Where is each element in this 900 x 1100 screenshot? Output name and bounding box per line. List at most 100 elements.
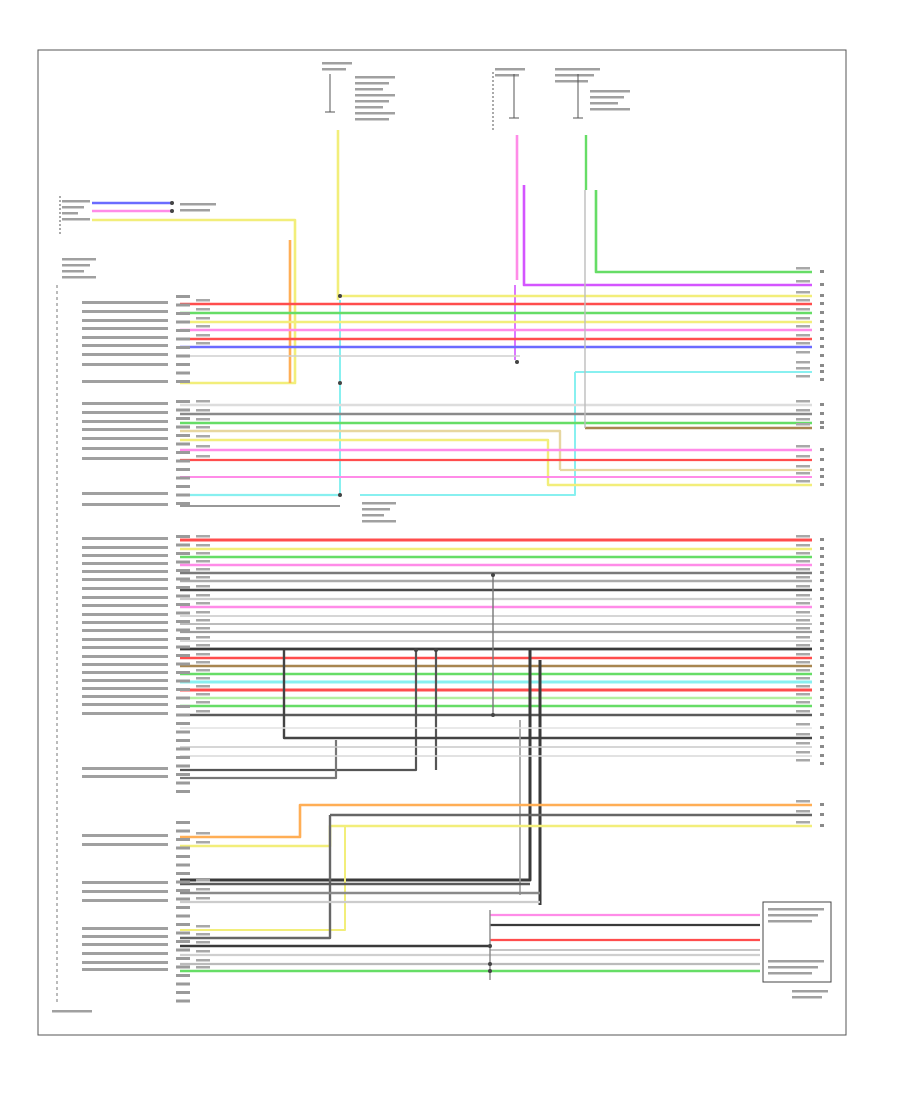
- wire-color-code-mark: [796, 636, 810, 639]
- row-label-mark: [82, 596, 168, 599]
- wire-color-code-mark: [196, 701, 210, 704]
- row-label-mark: [82, 301, 168, 304]
- pin-number-mark: [176, 688, 190, 691]
- pin-number-mark: [176, 696, 190, 700]
- wire-bus-return-3: [282, 650, 812, 740]
- pin-number-mark: [176, 957, 190, 960]
- row-label-mark: [82, 437, 168, 440]
- pin-number-mark: [820, 813, 824, 816]
- row-label-mark: [82, 621, 168, 624]
- pin-number-mark: [176, 569, 190, 572]
- row-label-mark: [82, 961, 168, 964]
- connector-label-datalink: [180, 209, 210, 212]
- wire-bus-return-5: [180, 650, 532, 882]
- wire-color-code-mark: [796, 544, 810, 547]
- pin-number-mark: [176, 329, 190, 332]
- wire-color-code-mark: [196, 602, 210, 605]
- row-label-mark: [82, 587, 168, 590]
- row-label-mark: [82, 336, 168, 339]
- wire-color-code-mark: [796, 627, 810, 630]
- wire-color-code-mark: [796, 653, 810, 656]
- wire-supply-grn-main: [594, 190, 812, 274]
- pin-number-mark: [176, 586, 190, 589]
- wire-color-code-mark: [796, 317, 810, 320]
- pin-number-mark: [820, 680, 824, 683]
- wire-color-code-mark: [196, 426, 210, 429]
- right-module-label: [768, 966, 818, 969]
- splice-dot: [338, 381, 342, 385]
- pin-number-mark: [176, 722, 190, 725]
- wire-color-code-mark: [796, 465, 810, 468]
- wire-bus-return-1: [180, 650, 418, 772]
- wire-color-code-mark: [796, 445, 810, 448]
- pin-number-mark: [176, 628, 190, 632]
- row-label-mark: [82, 411, 168, 414]
- fuse-note-left: [355, 82, 389, 85]
- wire-row-tan: [180, 429, 562, 470]
- pin-number-mark: [176, 502, 190, 505]
- pin-number-mark: [176, 354, 190, 358]
- control-unit-title-mark: [62, 264, 90, 267]
- wire-color-code-mark: [796, 552, 810, 555]
- pin-number-mark: [820, 762, 824, 765]
- pin-number-mark: [176, 337, 190, 341]
- pin-number-mark: [176, 594, 190, 598]
- wire-color-code-mark: [196, 677, 210, 680]
- pin-number-mark: [820, 320, 824, 323]
- row-label-mark: [82, 537, 168, 540]
- fuse-note-left: [355, 100, 389, 103]
- wire-color-code-mark: [796, 669, 810, 672]
- wire-color-code-mark: [196, 400, 210, 403]
- wire-color-code-mark: [196, 661, 210, 664]
- splice-note: [362, 520, 396, 523]
- wire-color-code-mark: [796, 693, 810, 696]
- wire-color-code-mark: [796, 723, 810, 726]
- fuse-label-left: [322, 68, 346, 71]
- row-label-mark: [82, 492, 168, 495]
- wire-color-code-mark: [196, 544, 210, 547]
- wire-color-code-mark: [196, 409, 210, 412]
- pin-number-mark: [176, 493, 190, 497]
- pin-number-mark: [820, 458, 824, 461]
- pin-number-mark: [176, 773, 190, 776]
- row-label-mark: [82, 775, 168, 778]
- row-label-mark: [82, 655, 168, 658]
- pin-number-mark: [176, 303, 190, 307]
- fuse-label-right: [555, 68, 600, 71]
- wire-color-code-mark: [796, 644, 810, 647]
- pin-number-mark: [820, 622, 824, 625]
- row-label-mark: [82, 447, 168, 450]
- right-module-label: [768, 908, 824, 911]
- wire-color-code-mark: [196, 832, 210, 835]
- row-label-mark: [82, 380, 168, 383]
- wire-color-code-mark: [196, 636, 210, 639]
- row-label-mark: [82, 890, 168, 893]
- pin-number-mark: [820, 483, 824, 486]
- wire-color-code-mark: [196, 585, 210, 588]
- row-label-mark: [82, 420, 168, 423]
- row-label-mark: [82, 671, 168, 674]
- pin-number-mark: [820, 688, 824, 691]
- pin-number-mark: [820, 726, 824, 729]
- wire-color-code-mark: [196, 611, 210, 614]
- wire-color-code-mark: [796, 480, 810, 483]
- wire-color-code-mark: [796, 325, 810, 328]
- pin-number-mark: [176, 764, 190, 768]
- row-label-mark: [82, 319, 168, 322]
- pin-number-mark: [176, 999, 190, 1003]
- pin-number-mark: [176, 829, 190, 833]
- connector-label-left: [62, 206, 84, 209]
- pin-number-mark: [820, 302, 824, 305]
- pin-number-mark: [820, 803, 824, 806]
- fuse-note-left: [355, 88, 383, 91]
- pin-number-mark: [820, 370, 824, 373]
- right-module-caption: [792, 996, 822, 999]
- right-module-label: [768, 920, 812, 923]
- pin-number-mark: [176, 560, 190, 564]
- wire-color-code-mark: [196, 560, 210, 563]
- wire-color-code-mark: [196, 959, 210, 962]
- wire-color-code-mark: [796, 361, 810, 364]
- row-label-mark: [82, 935, 168, 938]
- pin-number-mark: [176, 931, 190, 935]
- row-label-mark: [82, 570, 168, 573]
